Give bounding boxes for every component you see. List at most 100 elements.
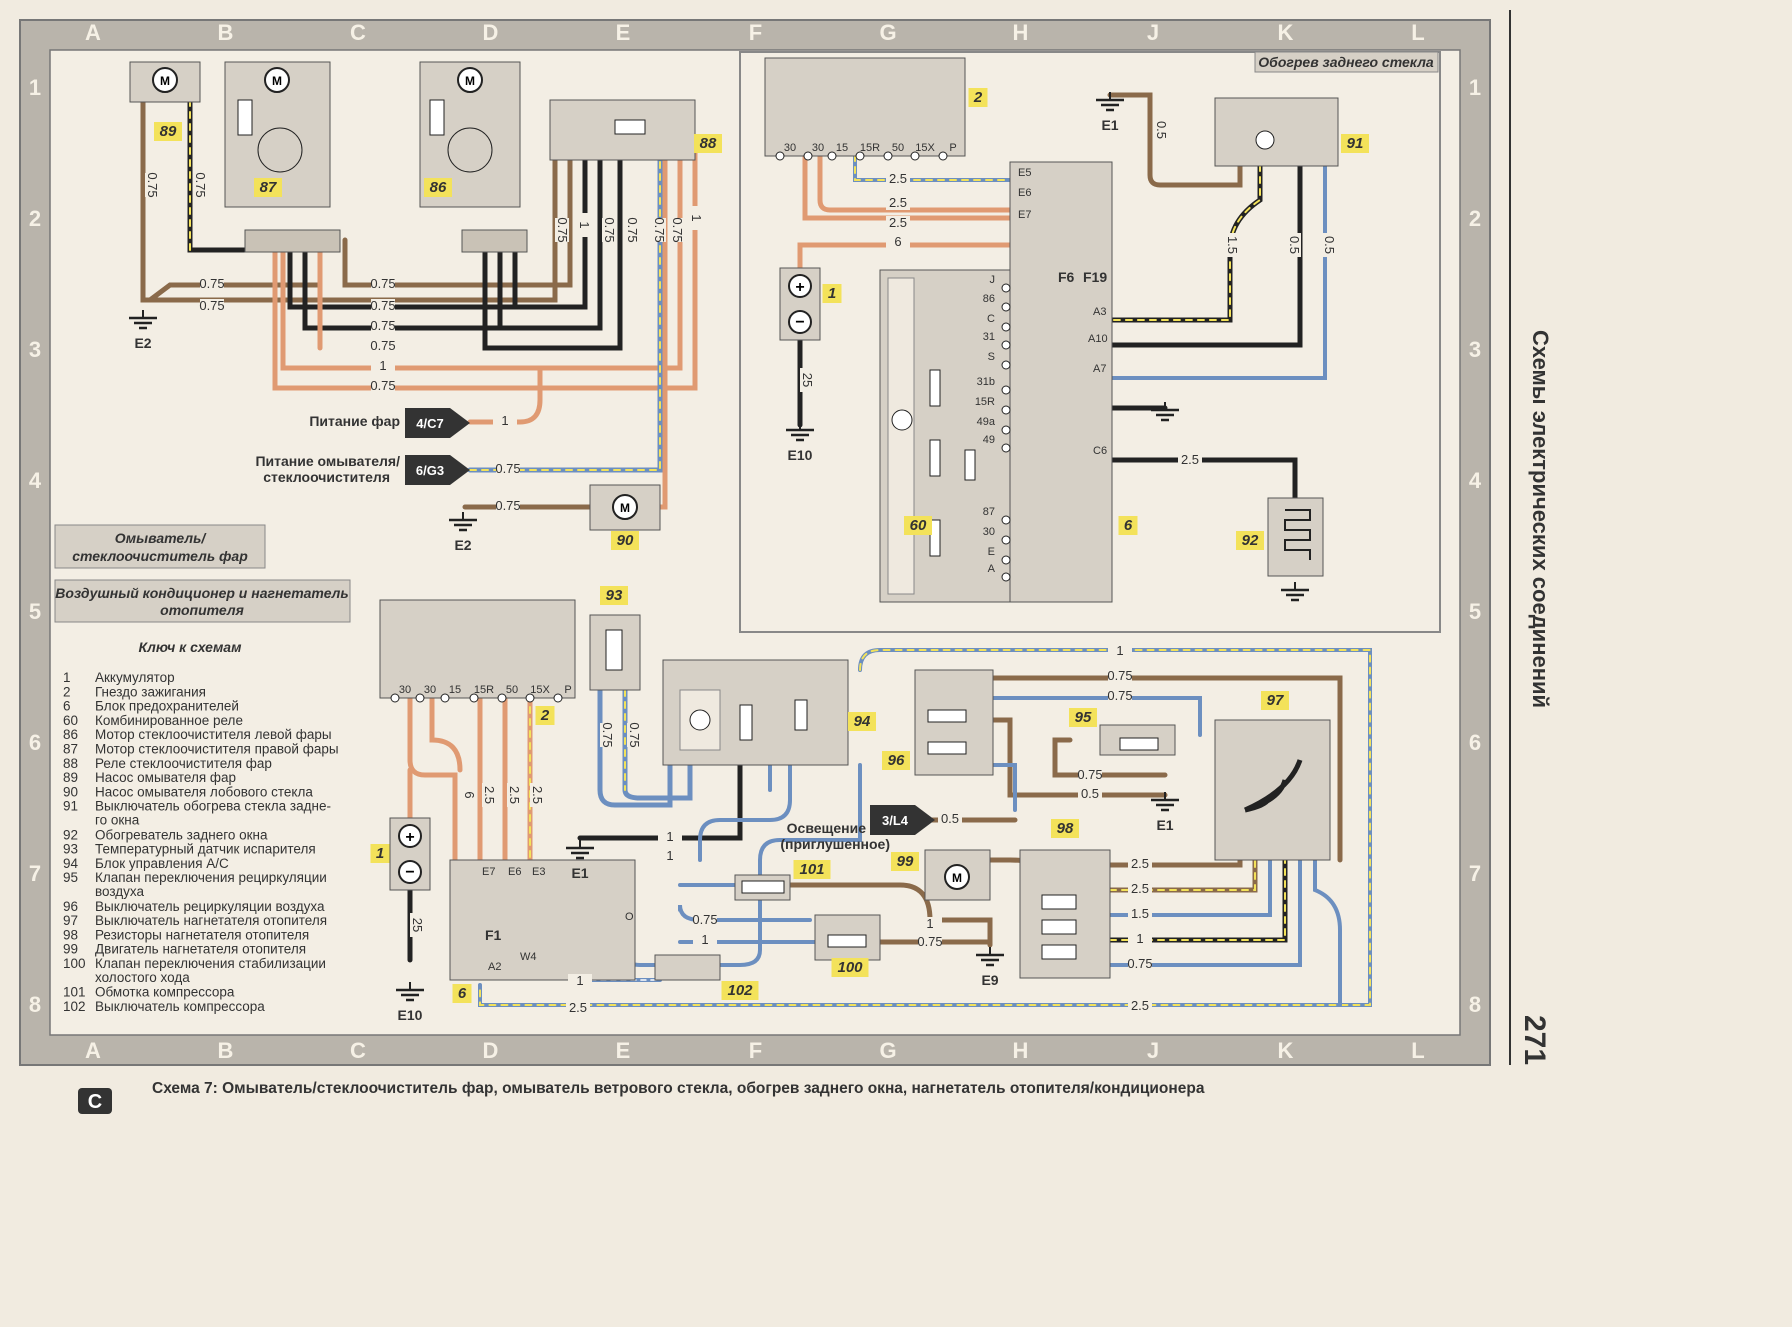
grid-col-top-B: B (218, 20, 234, 45)
component-tag-98: 98 (1051, 819, 1079, 838)
fuse-terminal: A (988, 563, 996, 575)
washer-power-arrow-icon (405, 455, 470, 485)
fuse-terminal: E3 (532, 866, 545, 878)
ground-icon: E1 (1096, 92, 1124, 133)
grid-col-bottom-H: H (1013, 1038, 1029, 1063)
wire-gauge: 0.75 (370, 276, 395, 291)
ground-label: E9 (981, 972, 998, 988)
svg-text:92: 92 (1242, 532, 1259, 549)
component-97-blower-switch-box (1214, 719, 1331, 861)
svg-text:6: 6 (63, 699, 71, 714)
ground-label: E10 (788, 447, 813, 463)
wire-gauge: 0.75 (495, 461, 520, 476)
svg-text:88: 88 (63, 756, 78, 771)
rear-window-section (739, 51, 1441, 633)
grid-row-left-6: 6 (29, 730, 41, 755)
grid-row-right-6: 6 (1469, 730, 1481, 755)
component-2-ignition-box (764, 57, 966, 157)
fuse-terminal: A2 (488, 961, 501, 973)
fuse-terminal: S (988, 351, 995, 363)
wire-gauge: 0.75 (370, 318, 395, 333)
ground-icon (1281, 582, 1309, 602)
lighting-arrow-icon (870, 805, 935, 835)
svg-text:M: M (620, 501, 630, 515)
ign-terminal: 15X (530, 684, 550, 696)
ground-icon: E2 (129, 310, 157, 351)
ground-icon: E10 (786, 422, 814, 463)
fuse-terminal: O (625, 911, 634, 923)
component-tag-94: 94 (848, 712, 876, 731)
svg-text:M: M (465, 74, 475, 88)
wire-gauge: 25 (410, 918, 425, 932)
wire-gauge: 0.75 (1107, 668, 1132, 683)
svg-text:96: 96 (63, 899, 78, 914)
ac-section-title: Воздушный кондиционер и нагнетатель (55, 585, 348, 601)
svg-text:94: 94 (854, 713, 871, 730)
fuse-terminal: 87 (983, 506, 995, 518)
component-tag-99: 99 (891, 852, 919, 871)
svg-text:Комбинированное реле: Комбинированное реле (95, 713, 243, 728)
svg-text:6: 6 (1124, 517, 1133, 534)
components-ac: + − M (379, 599, 1331, 981)
fuse-terminal: E6 (1018, 187, 1031, 199)
wire-gauge: 1.5 (1225, 236, 1240, 254)
grid-row-left-8: 8 (29, 992, 41, 1017)
svg-text:95: 95 (1075, 709, 1092, 726)
component-tag-102: 102 (721, 981, 759, 1000)
component-tag-1: 1 (370, 844, 390, 863)
svg-text:M: M (952, 871, 962, 885)
svg-text:Блок предохранителей: Блок предохранителей (95, 699, 239, 714)
ign-terminal: 50 (892, 142, 904, 154)
svg-text:86: 86 (63, 727, 78, 742)
ground-label: E10 (398, 1007, 423, 1023)
grid-row-right-2: 2 (1469, 206, 1481, 231)
diagram-area (49, 49, 1461, 1036)
fuse-terminal: E7 (482, 866, 495, 878)
wire-gauge: 0.5 (1154, 121, 1169, 139)
wire-gauge: 0.75 (199, 276, 224, 291)
svg-text:Аккумулятор: Аккумулятор (95, 670, 175, 685)
wire-gauge: 1 (379, 358, 386, 373)
fuse-terminal: 49 (983, 434, 995, 446)
grid-row-left-1: 1 (29, 75, 41, 100)
component-tag-100: 100 (831, 958, 869, 977)
fuse-terminal: E5 (1018, 167, 1031, 179)
component-tag-97: 97 (1261, 691, 1289, 710)
component-tag-89: 89 (154, 122, 182, 141)
grid-col-bottom-F: F (749, 1038, 762, 1063)
component-6-fusebox (1009, 161, 1113, 603)
fuse-terminal: A10 (1088, 333, 1108, 345)
wire-gauge: 1 (666, 829, 673, 844)
ign-terminal: 15X (915, 142, 935, 154)
wire-gauge: 1 (1116, 643, 1123, 658)
fuse-terminal: E (988, 546, 995, 558)
key-title: Ключ к схемам (139, 639, 243, 655)
washer-power-label-1: Питание омывателя/ (255, 453, 400, 469)
svg-text:92: 92 (63, 827, 78, 842)
svg-text:Клапан переключения рециркуляц: Клапан переключения рециркуляции (95, 870, 327, 885)
wire-gauge: 0.5 (1287, 236, 1302, 254)
grid-col-bottom-D: D (483, 1038, 499, 1063)
wire-gauge: 2.5 (507, 786, 522, 804)
fuse-terminal: E7 (1018, 209, 1031, 221)
svg-text:−: − (405, 864, 414, 881)
grid-row-right-3: 3 (1469, 337, 1481, 362)
wire-gauge: 0.75 (370, 338, 395, 353)
svg-text:Обмотка компрессора: Обмотка компрессора (95, 985, 235, 1000)
wire-gauge: 0.75 (1127, 956, 1152, 971)
head-power-arrow-icon (405, 408, 470, 438)
svg-text:M: M (160, 74, 170, 88)
rear-window-title: Обогрев заднего стекла (1258, 54, 1434, 70)
svg-text:Насос омывателя фар: Насос омывателя фар (95, 770, 236, 785)
wire-gauge: 1 (577, 221, 592, 228)
svg-text:94: 94 (63, 856, 79, 871)
